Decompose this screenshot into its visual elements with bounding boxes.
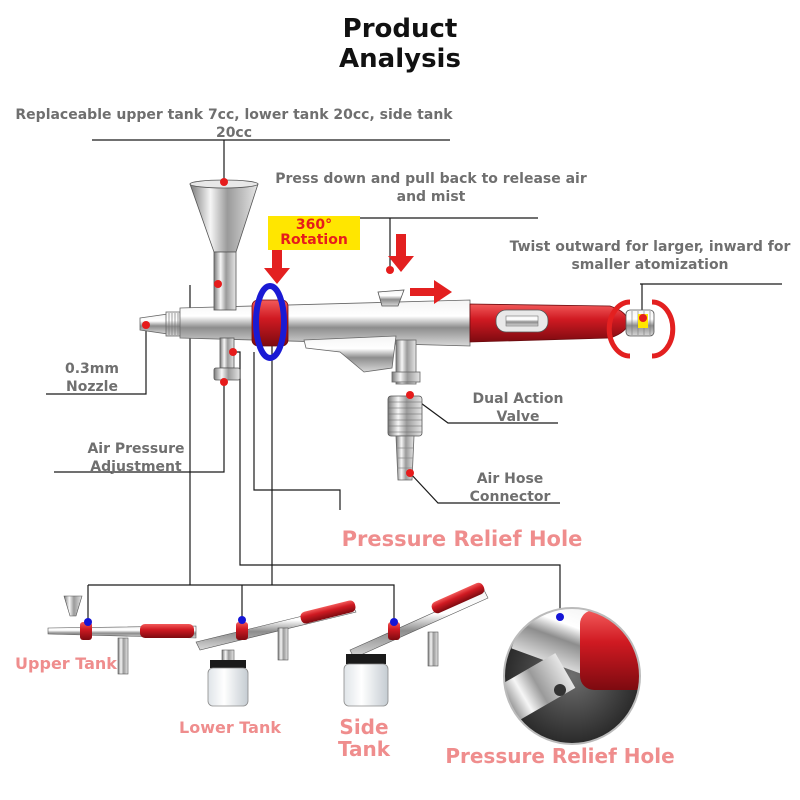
annotation-arrows — [264, 234, 452, 304]
trigger — [377, 289, 405, 307]
leader-pressure-relief-upper — [253, 352, 341, 510]
twist-arrow-icon — [606, 299, 631, 359]
lower-tank-jar — [207, 667, 249, 707]
cup-stem — [213, 251, 237, 311]
arrow-down-icon — [388, 234, 414, 272]
upper-tank-airbrush — [47, 595, 197, 675]
label-air-pressure: Air Pressure Adjustment — [72, 440, 200, 476]
lower-tank-airbrush — [195, 600, 357, 707]
nozzle-line2: Nozzle — [66, 379, 118, 395]
rotation-badge-line1: 360° — [295, 217, 333, 233]
label-twist: Twist outward for larger, inward for sma… — [509, 239, 791, 273]
side-tank-airbrush — [343, 582, 489, 707]
leader-nozzle — [46, 325, 147, 395]
blue-markers — [84, 613, 564, 626]
main-airbrush — [139, 179, 655, 481]
label-lower-tank: Lower Tank — [179, 718, 281, 737]
dual-action-line2: Valve — [496, 409, 540, 425]
rotation-ring — [251, 299, 289, 347]
air-hose-line2: Connector — [469, 489, 551, 505]
label-air-hose: Air Hose Connector — [460, 470, 560, 506]
label-pressure-relief-lower: Pressure Relief Hole — [445, 744, 675, 768]
air-pressure-knob — [213, 367, 241, 381]
leader-pressure-relief — [233, 351, 561, 617]
red-markers — [142, 178, 647, 477]
leader-bottom-bus — [88, 584, 395, 620]
side-tank-jar — [343, 663, 389, 707]
air-hose-line1: Air Hose — [476, 471, 544, 487]
air-pressure-line1: Air Pressure — [87, 441, 185, 457]
title-line-2: Analysis — [339, 44, 461, 74]
nozzle-line1: 0.3mm — [65, 361, 119, 377]
red-handle — [469, 303, 629, 343]
label-press-down: Press down and pull back to release air … — [275, 171, 587, 205]
paint-cup — [189, 183, 259, 253]
label-upper-tank: Upper Tank — [15, 654, 117, 673]
pressure-relief-closeup — [503, 607, 641, 745]
side-tank-line1: Side — [339, 715, 389, 739]
page-title: Product Analysis — [300, 14, 500, 74]
leader-air-pressure — [54, 382, 225, 473]
leader-air-hose — [409, 472, 560, 504]
title-line-1: Product — [342, 14, 458, 44]
label-side-tank: Side Tank — [324, 716, 404, 760]
leader-dual-action — [409, 394, 558, 424]
label-tank-capacity: Replaceable upper tank 7cc, lower tank 2… — [15, 107, 453, 138]
label-nozzle: 0.3mm Nozzle — [48, 360, 136, 396]
side-tank-line2: Tank — [337, 737, 391, 761]
dual-action-line1: Dual Action — [472, 391, 564, 407]
air-pressure-line2: Adjustment — [90, 459, 182, 475]
arrow-right-icon — [410, 280, 452, 304]
rotation-badge-line2: Rotation — [280, 232, 348, 248]
finger-rest — [303, 335, 397, 373]
twist-arrow-icon — [651, 299, 676, 359]
rotation-badge: 360° Rotation — [268, 216, 360, 250]
rotation-ring-arrow-icon — [253, 283, 287, 361]
label-pressure-relief-upper: Pressure Relief Hole — [341, 527, 583, 551]
arrow-down-icon — [264, 250, 290, 284]
label-dual-action: Dual Action Valve — [462, 390, 574, 426]
